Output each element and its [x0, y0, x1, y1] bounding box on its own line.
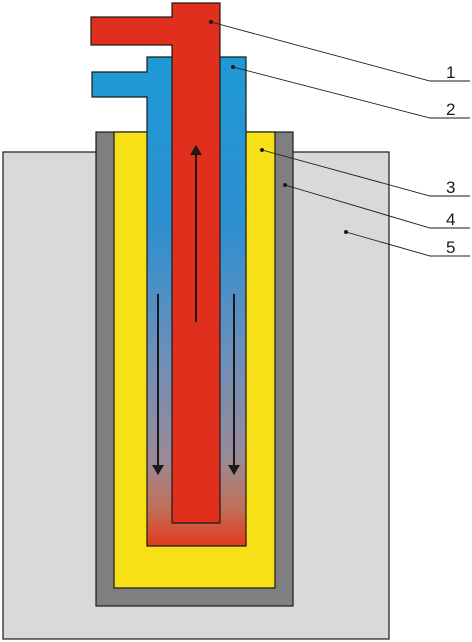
leader-1	[209, 20, 470, 82]
leader-3	[260, 148, 470, 197]
callout-2: 2	[446, 100, 455, 119]
callout-4: 4	[446, 210, 455, 229]
inner-tube	[90, 2, 221, 524]
leader-5	[344, 230, 470, 257]
leader-2	[231, 65, 470, 119]
callout-3: 3	[446, 178, 455, 197]
callout-5: 5	[446, 238, 455, 257]
callout-1: 1	[446, 63, 455, 82]
leader-4	[283, 183, 470, 229]
